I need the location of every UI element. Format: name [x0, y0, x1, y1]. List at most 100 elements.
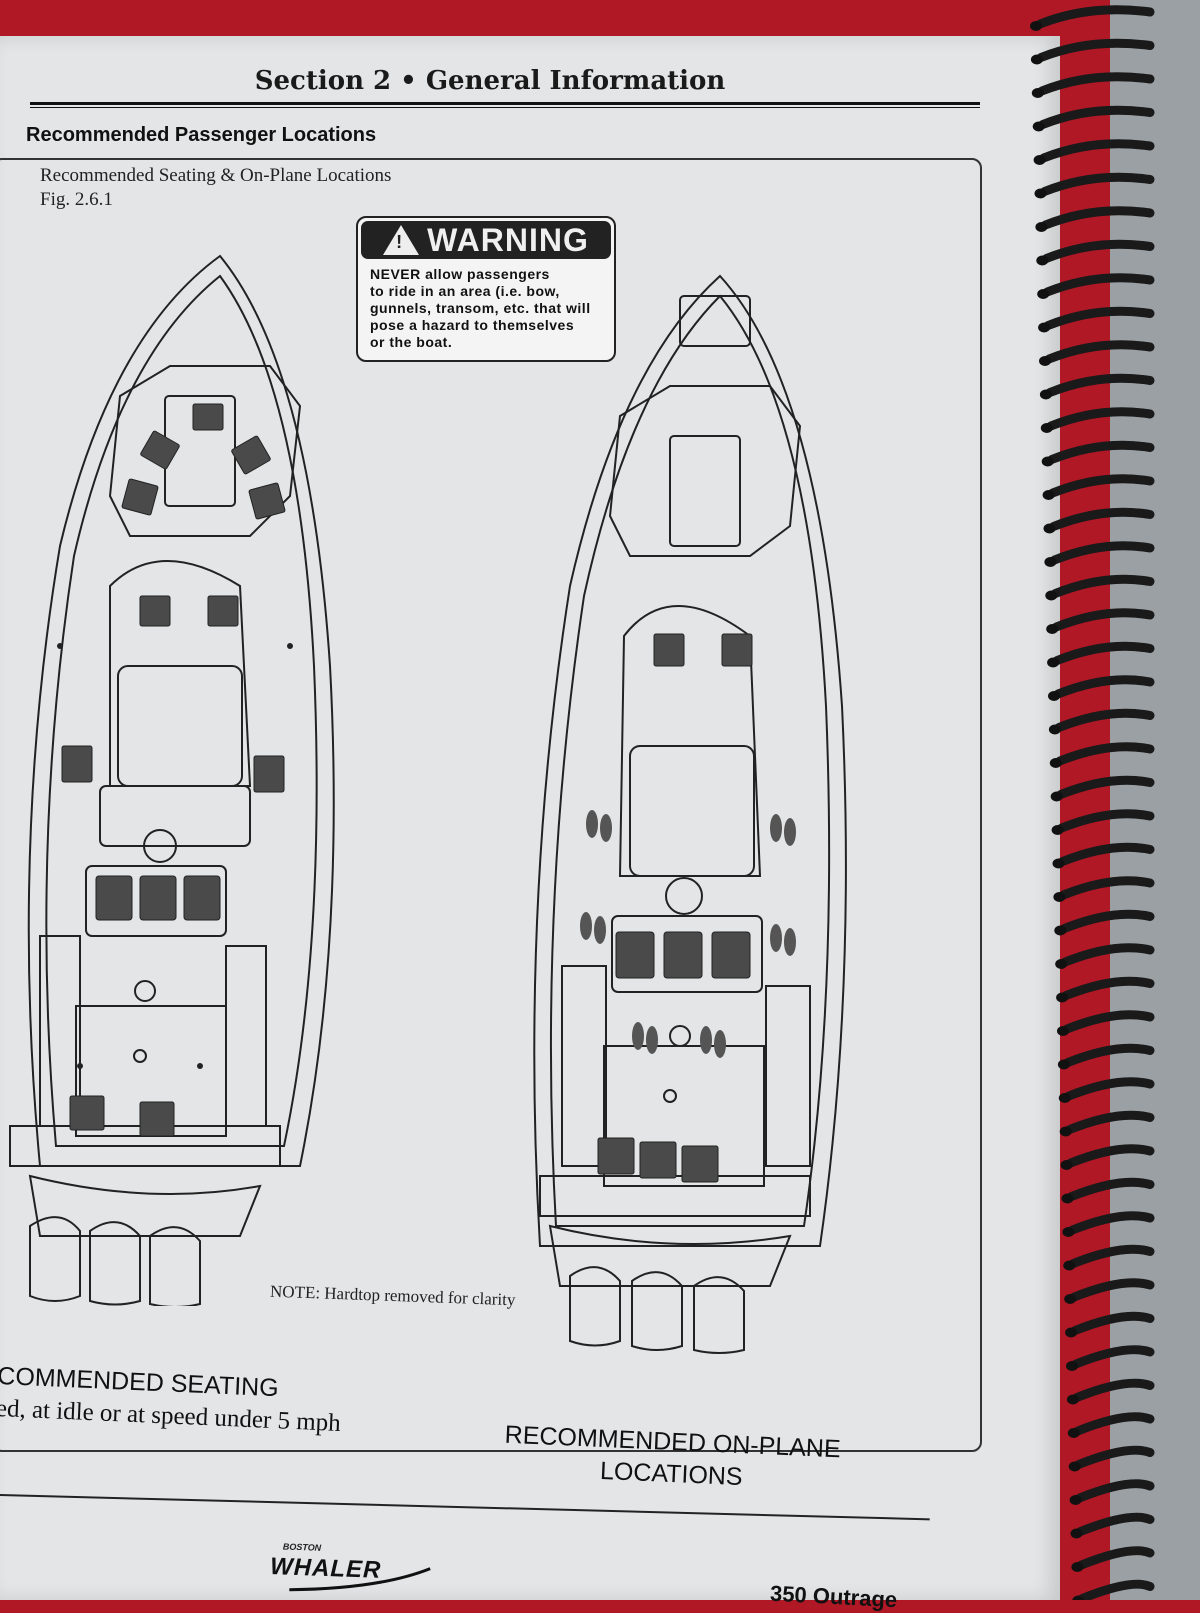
boat-diagram-seating: [9, 254, 335, 1306]
spiral-coil: [1062, 1010, 1155, 1034]
spiral-coil: [1064, 1077, 1155, 1101]
spiral-coil: [1058, 842, 1155, 866]
binding-hole: [1031, 88, 1044, 98]
spiral-coil: [1065, 1110, 1155, 1134]
spiral-coil: [1063, 1043, 1155, 1067]
binding-hole: [1042, 490, 1055, 500]
binding-hole: [1041, 456, 1054, 467]
warning-line: NEVER allow passengers: [370, 266, 550, 282]
spiral-coil: [1040, 206, 1155, 230]
spiral-coil: [1056, 775, 1155, 799]
binding-hole: [1040, 423, 1053, 433]
binding-hole: [1066, 1361, 1078, 1371]
binding-hole: [1064, 1294, 1077, 1304]
outboard-engines: [569, 1266, 745, 1354]
binding-hole: [1056, 992, 1069, 1003]
warning-header: ! WARNING: [361, 221, 611, 259]
spiral-coil: [1071, 1345, 1155, 1369]
binding-hole: [1053, 892, 1066, 902]
binding-hole: [1068, 1461, 1081, 1472]
spiral-coil: [1076, 1546, 1155, 1570]
logo-swoosh-icon: [289, 1567, 431, 1592]
footprint-icons: [580, 810, 796, 1058]
figure-caption: Recommended Seating & On-Plane Locations…: [40, 164, 391, 212]
binding-hole: [1033, 155, 1046, 165]
spiral-coil: [1067, 1177, 1155, 1201]
model-name: 350 Outrage: [769, 1580, 898, 1613]
spiral-coil: [1037, 72, 1155, 96]
binding-hole: [1030, 54, 1043, 65]
spiral-coil: [1059, 909, 1155, 933]
spiral-coil: [1054, 708, 1155, 732]
spiral-coil: [1038, 105, 1155, 129]
spiral-coil: [1050, 574, 1155, 598]
figure-frame: [0, 158, 982, 1452]
spiral-coil: [1075, 1479, 1155, 1503]
binding-hole: [1060, 1160, 1073, 1170]
spiral-coil: [1053, 675, 1155, 699]
subsection-title: Recommended Passenger Locations: [26, 124, 377, 146]
spiral-coil: [1066, 1144, 1155, 1168]
binding-hole: [1067, 1428, 1080, 1438]
binding-hole: [1032, 121, 1045, 132]
binding-hole: [1035, 222, 1048, 232]
spiral-coil: [1049, 507, 1155, 531]
spiral-coil: [1045, 373, 1155, 397]
binding-hole: [1057, 1059, 1070, 1070]
spiral-coil: [1057, 809, 1155, 833]
warning-line: gunnels, transom, etc. that will: [370, 300, 591, 316]
binding-hole: [1030, 21, 1042, 31]
binding-hole: [1048, 724, 1061, 735]
spiral-coil: [1068, 1244, 1155, 1268]
binding-hole: [1050, 791, 1063, 802]
binding-hole: [1061, 1193, 1074, 1204]
spiral-coil: [1047, 440, 1155, 464]
spiral-coil: [1048, 474, 1155, 498]
spiral-coil: [1052, 641, 1155, 665]
warning-heading: WARNING: [427, 221, 589, 258]
warning-text: NEVER allow passengers to ride in an are…: [358, 262, 614, 355]
spiral-coil: [1077, 1579, 1155, 1600]
spiral-coil: [1061, 976, 1155, 1000]
binding-hole: [1045, 590, 1058, 601]
footer-rule: [0, 1494, 930, 1521]
section-header: Section 2 • General Information: [254, 66, 726, 96]
binding-hole: [1058, 1093, 1071, 1103]
spiral-coil: [1044, 340, 1155, 364]
warning-triangle-icon: !: [383, 225, 420, 255]
binding-hole: [1038, 322, 1051, 333]
binding-hole: [1049, 758, 1062, 768]
spiral-coil: [1067, 1211, 1155, 1235]
warning-line: or the boat.: [370, 334, 453, 350]
spiral-coil: [1070, 1311, 1155, 1335]
binding-hole: [1069, 1495, 1082, 1505]
spiral-coil: [1039, 139, 1155, 163]
binding-hole: [1070, 1528, 1083, 1539]
binding-hole: [1055, 959, 1068, 969]
spiral-coil: [1051, 608, 1155, 632]
spiral-coil: [1058, 876, 1155, 900]
binding-hole: [1048, 691, 1060, 701]
binding-hole: [1044, 557, 1057, 567]
binding-hole: [1057, 1026, 1069, 1036]
binding-hole: [1036, 255, 1049, 266]
figure-caption-title: Recommended Seating & On-Plane Locations: [40, 165, 392, 186]
warning-line: pose a hazard to themselves: [370, 317, 575, 333]
figure-number: Fig. 2.6.1: [40, 189, 113, 210]
binding-hole: [1071, 1562, 1084, 1572]
manual-page: Section 2 • General Information Recommen…: [0, 36, 1060, 1612]
spiral-binding: [1030, 0, 1200, 1600]
binding-hole: [1052, 858, 1065, 869]
spiral-coil: [1043, 306, 1155, 330]
binding-hole: [1054, 925, 1067, 936]
seat-pads: [61, 403, 286, 1137]
binding-hole: [1034, 188, 1047, 199]
spiral-coil: [1035, 5, 1155, 29]
boat-diagram-on-plane: [533, 274, 847, 1354]
boston-whaler-logo: BOSTON WHALER: [269, 1541, 441, 1603]
binding-hole: [1051, 825, 1064, 835]
binding-hole: [1062, 1227, 1075, 1237]
spiral-coil: [1040, 172, 1155, 196]
warning-box: ! WARNING NEVER allow passengers to ride…: [356, 216, 616, 362]
spiral-coil: [1069, 1278, 1155, 1302]
